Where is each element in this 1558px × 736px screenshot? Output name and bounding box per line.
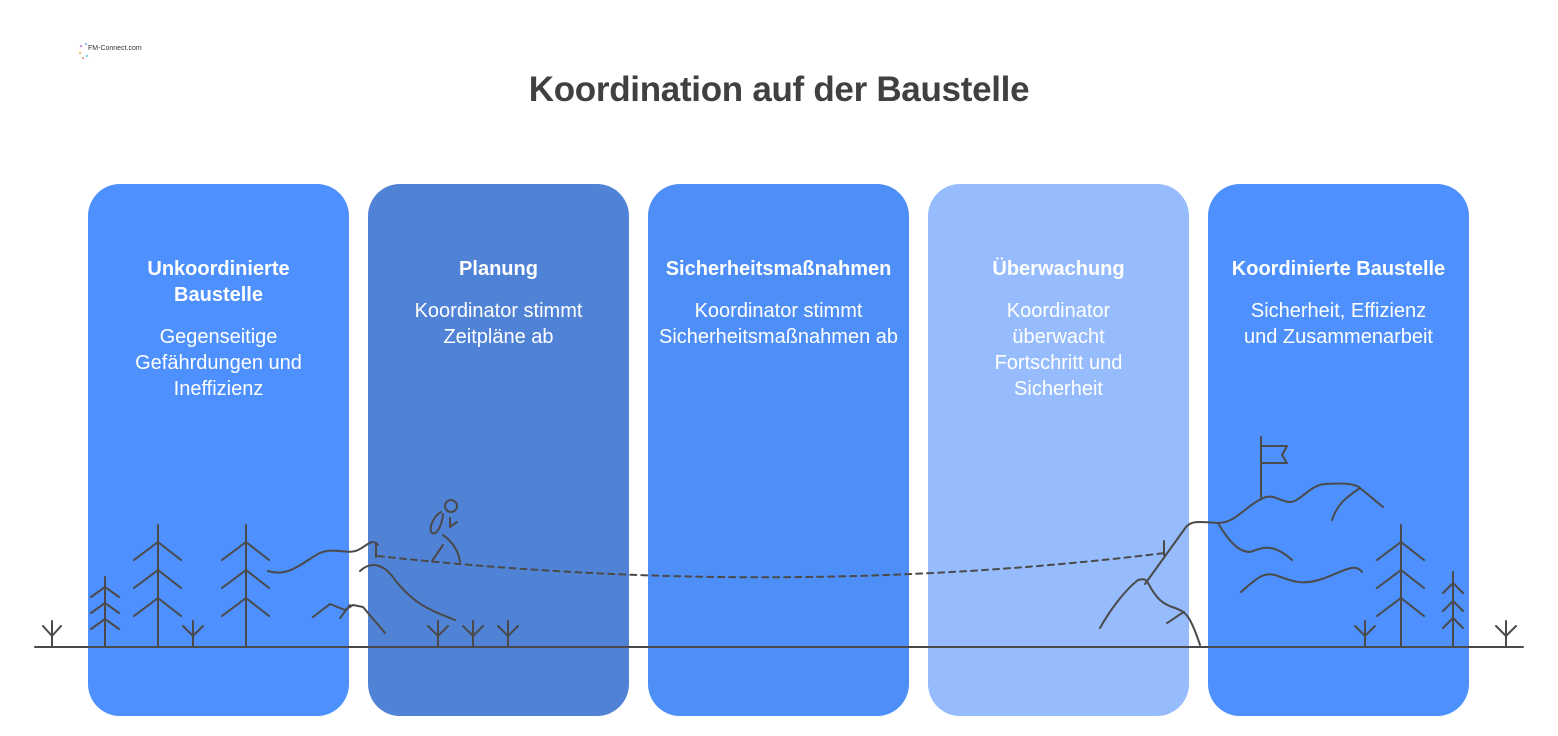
logo-dots-icon [78, 42, 89, 59]
panel-description: Gegenseitige Gefährdungen und Ineffizien… [135, 326, 302, 400]
panel-description: Koordinator stimmt Zeitpläne ab [414, 300, 583, 348]
logo: FM-Connect.com [78, 42, 142, 60]
panel-title: Planung [459, 258, 538, 280]
panel-description: Koordinator stimmt Sicherheitsmaßnahmen … [658, 300, 898, 348]
panel-description: Sicherheit, Effizienz und Zusammenarbeit [1244, 300, 1433, 348]
panel-unkoordinierte-baustelle: Unkoordinierte Baustelle Gegenseitige Ge… [88, 184, 349, 716]
panel-ueberwachung: Überwachung Koordinator überwacht Fortsc… [928, 184, 1189, 716]
page-title: Koordination auf der Baustelle [528, 70, 1030, 109]
panel-title: Koordinierte Baustelle [1231, 258, 1446, 280]
grass-icon [1495, 620, 1517, 648]
panel-title: Sicherheitsmaßnahmen [665, 258, 892, 280]
logo-text: FM-Connect.com [88, 45, 142, 52]
panel-title: Überwachung [992, 258, 1125, 280]
panel-sicherheitsmassnahmen: Sicherheitsmaßnahmen Koordinator stimmt … [648, 184, 909, 716]
grass-icon [42, 620, 62, 648]
panel-title: Unkoordinierte Baustelle [147, 258, 290, 306]
panel-koordinierte-baustelle: Koordinierte Baustelle Sicherheit, Effiz… [1208, 184, 1469, 716]
panel-planung: Planung Koordinator stimmt Zeitpläne ab [368, 184, 629, 716]
panel-description: Koordinator überwacht Fortschritt und Si… [994, 300, 1123, 400]
